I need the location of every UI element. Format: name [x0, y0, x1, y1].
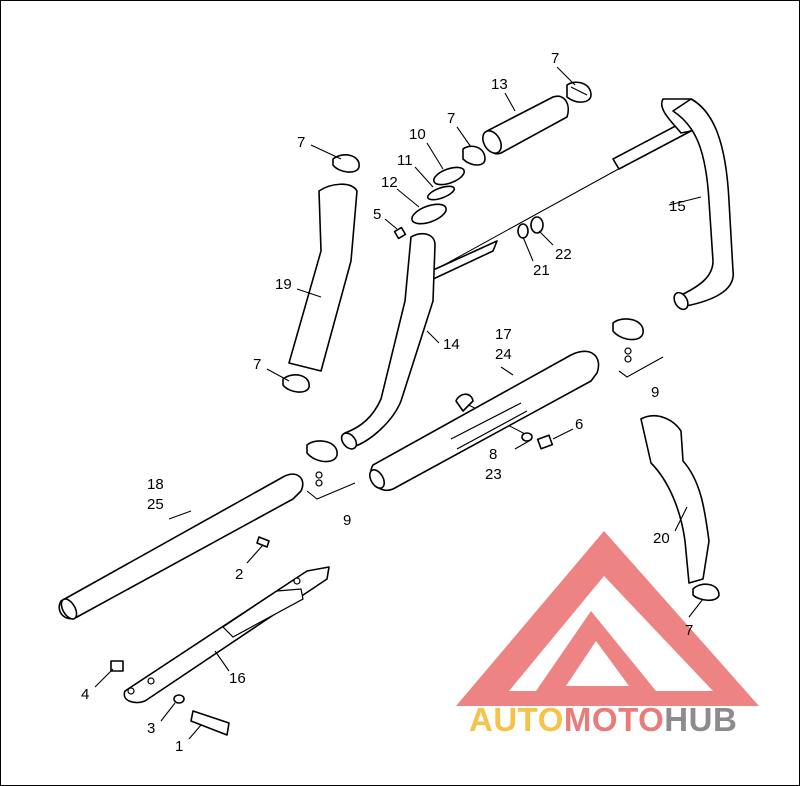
hose-clamp [282, 374, 310, 393]
callout-labels: 7 13 7 10 7 11 12 5 15 19 22 21 14 17 24… [81, 50, 693, 755]
callout-25: 25 [147, 496, 164, 513]
callout-7: 7 [253, 356, 261, 373]
hose-clamp [332, 154, 360, 173]
callout-7: 7 [551, 50, 559, 67]
watermark-hub: HUB [664, 701, 738, 738]
mount-washer [173, 694, 185, 704]
callout-15: 15 [669, 198, 686, 215]
callout-7: 7 [685, 622, 693, 639]
cap-screw [190, 710, 230, 736]
acorn-nut [536, 434, 554, 450]
callout-19: 19 [275, 276, 292, 293]
mount-bolt [256, 536, 270, 548]
callout-10: 10 [409, 126, 426, 143]
callout-24: 24 [495, 346, 512, 363]
washer [521, 432, 533, 442]
front-header-pipe [612, 98, 734, 311]
axis-line [432, 160, 634, 272]
callout-21: 21 [533, 262, 550, 279]
front-heat-shield [640, 415, 710, 584]
callout-12: 12 [381, 174, 398, 191]
heat-shield [482, 95, 569, 155]
callout-2: 2 [235, 566, 243, 583]
clamp-hardware [306, 440, 356, 500]
callout-17: 17 [495, 326, 512, 343]
callout-1: 1 [175, 738, 183, 755]
upper-muffler [368, 350, 600, 492]
callout-11: 11 [397, 152, 413, 169]
rear-heat-shield [288, 183, 358, 372]
hose-clamp [462, 145, 486, 166]
hose-clamp [566, 81, 592, 103]
callout-4: 4 [81, 686, 89, 703]
callout-6: 6 [575, 416, 583, 433]
callout-13: 13 [491, 76, 508, 93]
callout-22: 22 [555, 246, 572, 263]
callout-23: 23 [485, 466, 502, 483]
lower-muffler [58, 473, 304, 620]
retaining-ring [426, 185, 456, 201]
callout-18: 18 [147, 476, 164, 493]
callout-8: 8 [489, 446, 497, 463]
callout-7: 7 [297, 134, 305, 151]
gasket-ring [432, 166, 466, 186]
callout-14: 14 [443, 336, 460, 353]
callout-16: 16 [229, 670, 246, 687]
small-ring [530, 216, 544, 234]
exhaust-flange [411, 203, 447, 225]
callout-9: 9 [651, 384, 659, 401]
muffler-mount-bracket [123, 566, 330, 704]
callout-5: 5 [373, 206, 381, 223]
mount-nut [110, 660, 124, 672]
watermark-wordmark: AUTOMOTOHUB [469, 701, 737, 739]
callout-20: 20 [653, 530, 670, 547]
rear-header-pipe [340, 232, 498, 450]
watermark-logo [456, 531, 759, 706]
clamp-hardware [612, 318, 664, 378]
watermark-moto: MOTO [563, 701, 665, 738]
flange-nut [393, 226, 407, 240]
leader-lines [94, 66, 704, 740]
small-ring [517, 223, 529, 239]
callout-7: 7 [447, 110, 455, 127]
callout-3: 3 [147, 720, 155, 737]
callout-9: 9 [343, 512, 351, 529]
hose-clamp [692, 583, 720, 602]
watermark-auto: AUTO [469, 701, 564, 738]
